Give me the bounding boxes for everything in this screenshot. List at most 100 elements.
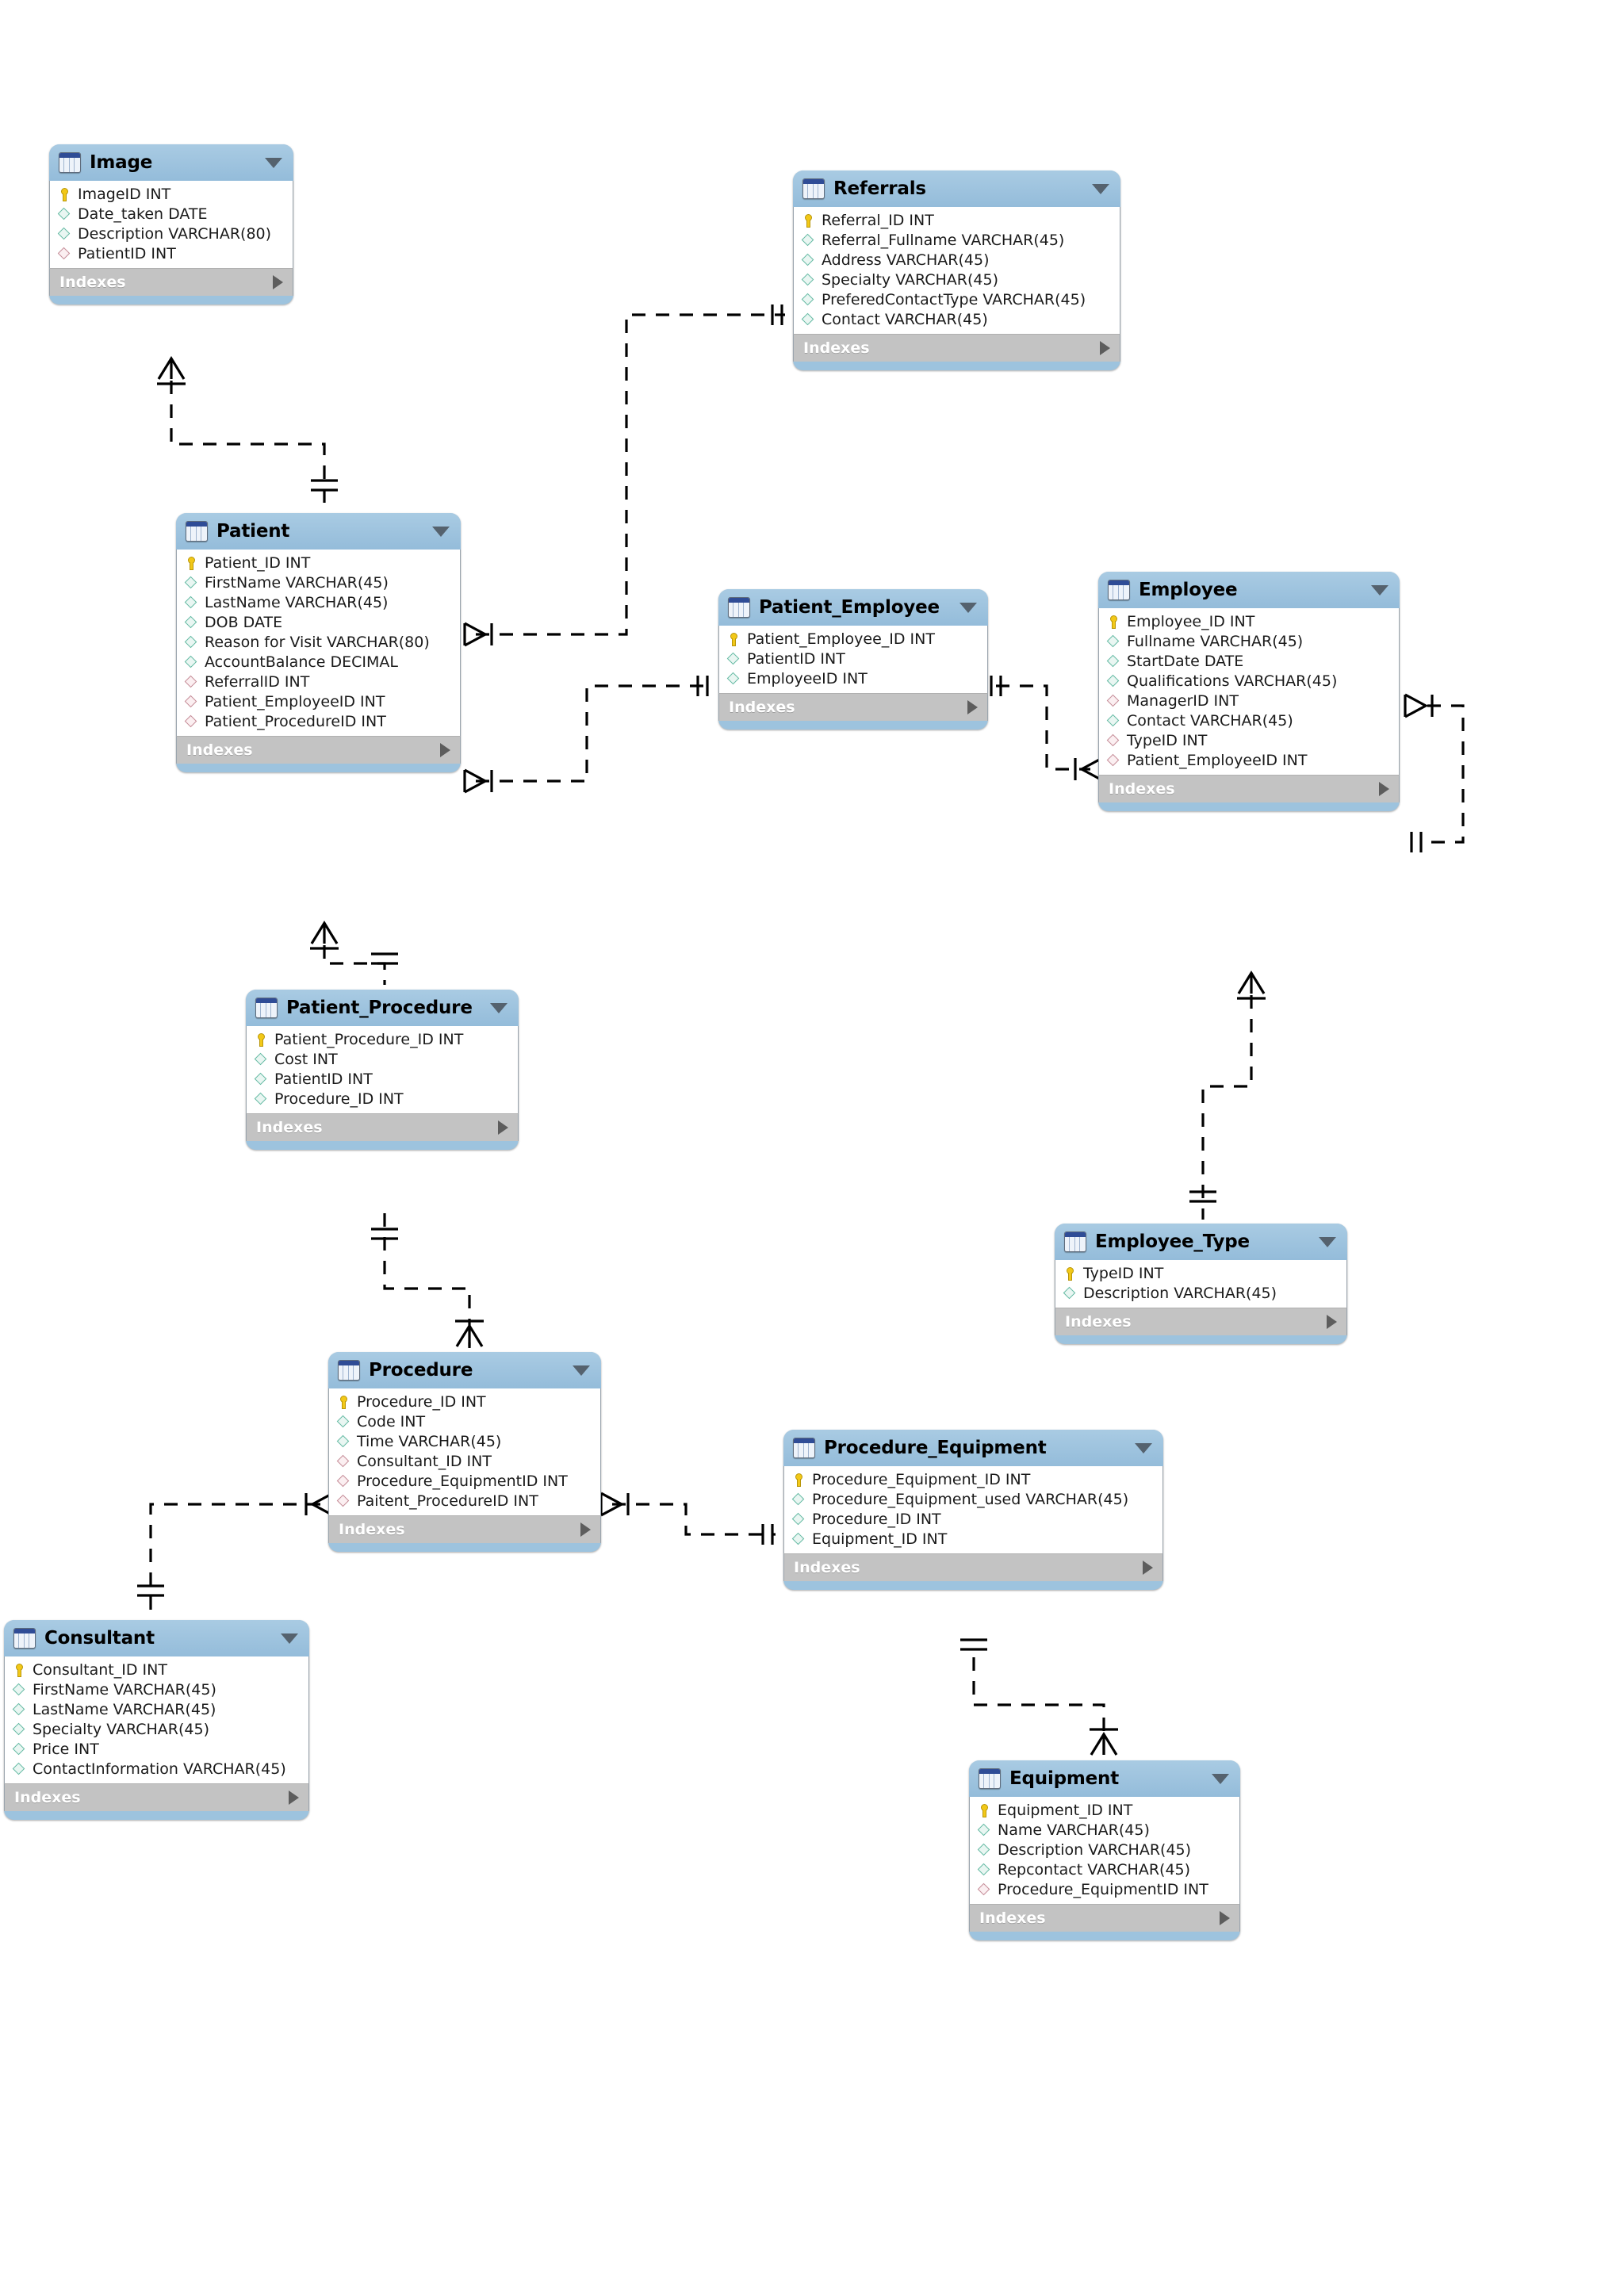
column-row[interactable]: Description VARCHAR(80)	[50, 224, 293, 244]
indexes-bar-equipment[interactable]: Indexes	[969, 1904, 1240, 1932]
column-row[interactable]: TypeID INT	[1055, 1264, 1346, 1284]
column-row[interactable]: Name VARCHAR(45)	[970, 1821, 1239, 1840]
column-row[interactable]: Patient_ProcedureID INT	[177, 712, 460, 732]
table-header-procedure[interactable]: Procedure	[328, 1352, 601, 1388]
column-row[interactable]: Date_taken DATE	[50, 205, 293, 224]
column-row[interactable]: Procedure_ID INT	[329, 1392, 600, 1412]
column-row[interactable]: ContactInformation VARCHAR(45)	[5, 1760, 308, 1779]
column-row[interactable]: Contact VARCHAR(45)	[1099, 711, 1399, 731]
column-row[interactable]: Referral_ID INT	[794, 211, 1120, 231]
column-row[interactable]: Contact VARCHAR(45)	[794, 310, 1120, 330]
chevron-right-icon[interactable]	[1379, 782, 1389, 796]
table-header-patient[interactable]: Patient	[176, 513, 461, 550]
indexes-bar-employee_type[interactable]: Indexes	[1055, 1308, 1347, 1335]
column-row[interactable]: Price INT	[5, 1740, 308, 1760]
column-row[interactable]: Cost INT	[247, 1050, 518, 1070]
chevron-down-icon[interactable]	[265, 157, 282, 168]
column-row[interactable]: FirstName VARCHAR(45)	[177, 573, 460, 593]
table-header-patient_employee[interactable]: Patient_Employee	[718, 589, 988, 626]
column-row[interactable]: Equipment_ID INT	[784, 1530, 1162, 1549]
indexes-bar-procedure_equipment[interactable]: Indexes	[783, 1553, 1163, 1581]
indexes-bar-referrals[interactable]: Indexes	[793, 334, 1120, 362]
column-row[interactable]: FirstName VARCHAR(45)	[5, 1680, 308, 1700]
table-header-image[interactable]: Image	[49, 144, 293, 181]
column-row[interactable]: Patient_ID INT	[177, 553, 460, 573]
chevron-right-icon[interactable]	[498, 1120, 508, 1135]
indexes-bar-patient_procedure[interactable]: Indexes	[246, 1113, 519, 1141]
column-row[interactable]: Description VARCHAR(45)	[970, 1840, 1239, 1860]
column-row[interactable]: Procedure_Equipment_ID INT	[784, 1470, 1162, 1490]
column-row[interactable]: LastName VARCHAR(45)	[5, 1700, 308, 1720]
chevron-down-icon[interactable]	[1212, 1773, 1229, 1784]
chevron-down-icon[interactable]	[1135, 1442, 1152, 1453]
column-row[interactable]: Equipment_ID INT	[970, 1801, 1239, 1821]
chevron-right-icon[interactable]	[580, 1522, 591, 1537]
column-row[interactable]: EmployeeID INT	[719, 669, 987, 689]
chevron-right-icon[interactable]	[1220, 1911, 1230, 1925]
indexes-bar-consultant[interactable]: Indexes	[4, 1783, 309, 1811]
column-row[interactable]: ImageID INT	[50, 185, 293, 205]
column-row[interactable]: Repcontact VARCHAR(45)	[970, 1860, 1239, 1880]
column-row[interactable]: Procedure_ID INT	[784, 1510, 1162, 1530]
column-row[interactable]: Procedure_EquipmentID INT	[970, 1880, 1239, 1900]
column-row[interactable]: Procedure_ID INT	[247, 1090, 518, 1109]
table-header-patient_procedure[interactable]: Patient_Procedure	[246, 990, 519, 1026]
column-row[interactable]: StartDate DATE	[1099, 652, 1399, 672]
column-row[interactable]: Qualifications VARCHAR(45)	[1099, 672, 1399, 691]
chevron-right-icon[interactable]	[967, 700, 978, 714]
column-row[interactable]: Patient_Employee_ID INT	[719, 630, 987, 649]
table-header-employee_type[interactable]: Employee_Type	[1055, 1224, 1347, 1260]
column-row[interactable]: PatientID INT	[719, 649, 987, 669]
column-row[interactable]: PatientID INT	[50, 244, 293, 264]
chevron-right-icon[interactable]	[289, 1791, 299, 1805]
chevron-right-icon[interactable]	[440, 743, 450, 757]
column-row[interactable]: Paitent_ProcedureID INT	[329, 1492, 600, 1511]
column-row[interactable]: Procedure_Equipment_used VARCHAR(45)	[784, 1490, 1162, 1510]
column-row[interactable]: Fullname VARCHAR(45)	[1099, 632, 1399, 652]
column-row[interactable]: Consultant_ID INT	[5, 1660, 308, 1680]
indexes-bar-patient[interactable]: Indexes	[176, 736, 461, 764]
column-row[interactable]: AccountBalance DECIMAL	[177, 653, 460, 672]
chevron-right-icon[interactable]	[1327, 1315, 1337, 1329]
column-row[interactable]: ReferralID INT	[177, 672, 460, 692]
table-header-referrals[interactable]: Referrals	[793, 170, 1120, 207]
column-row[interactable]: Referral_Fullname VARCHAR(45)	[794, 231, 1120, 251]
chevron-down-icon[interactable]	[281, 1633, 298, 1644]
column-row[interactable]: Reason for Visit VARCHAR(80)	[177, 633, 460, 653]
indexes-bar-patient_employee[interactable]: Indexes	[718, 693, 988, 721]
chevron-right-icon[interactable]	[1100, 341, 1110, 355]
column-row[interactable]: Procedure_EquipmentID INT	[329, 1472, 600, 1492]
column-row[interactable]: Patient_Procedure_ID INT	[247, 1030, 518, 1050]
column-row[interactable]: Specialty VARCHAR(45)	[794, 270, 1120, 290]
column-row[interactable]: PreferedContactType VARCHAR(45)	[794, 290, 1120, 310]
column-row[interactable]: LastName VARCHAR(45)	[177, 593, 460, 613]
table-header-consultant[interactable]: Consultant	[4, 1620, 309, 1656]
indexes-bar-procedure[interactable]: Indexes	[328, 1515, 601, 1543]
indexes-bar-employee[interactable]: Indexes	[1098, 775, 1400, 802]
column-row[interactable]: Employee_ID INT	[1099, 612, 1399, 632]
chevron-right-icon[interactable]	[273, 275, 283, 289]
column-row[interactable]: Specialty VARCHAR(45)	[5, 1720, 308, 1740]
column-row[interactable]: Patient_EmployeeID INT	[177, 692, 460, 712]
column-row[interactable]: Patient_EmployeeID INT	[1099, 751, 1399, 771]
column-row[interactable]: Code INT	[329, 1412, 600, 1432]
column-row[interactable]: Consultant_ID INT	[329, 1452, 600, 1472]
chevron-down-icon[interactable]	[959, 602, 977, 613]
chevron-down-icon[interactable]	[490, 1002, 508, 1013]
column-row[interactable]: Description VARCHAR(45)	[1055, 1284, 1346, 1304]
chevron-down-icon[interactable]	[1092, 183, 1109, 194]
column-row[interactable]: PatientID INT	[247, 1070, 518, 1090]
table-header-employee[interactable]: Employee	[1098, 572, 1400, 608]
chevron-down-icon[interactable]	[432, 526, 450, 537]
table-header-equipment[interactable]: Equipment	[969, 1760, 1240, 1797]
column-row[interactable]: DOB DATE	[177, 613, 460, 633]
chevron-down-icon[interactable]	[1371, 584, 1388, 596]
